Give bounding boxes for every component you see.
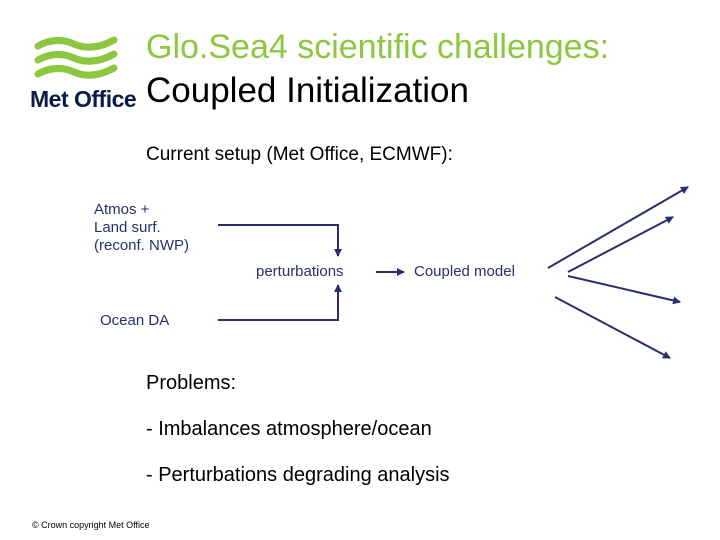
problem-item: - Imbalances atmosphere/ocean [146, 418, 432, 440]
logo-wave-2 [34, 50, 118, 65]
logo-text: Met Office [30, 86, 137, 112]
ensemble-arrow-1 [547, 186, 689, 269]
slide-title-line1: Glo.Sea4 scientific challenges: [146, 28, 610, 66]
atmos-label-line1: Atmos + [94, 201, 150, 218]
problems-heading: Problems: [146, 372, 237, 394]
atmos-label: Atmos + Land surf. (reconf. NWP) [94, 201, 234, 255]
footer-copyright: © Crown copyright Met Office [32, 520, 150, 530]
atmos-label-line3: (reconf. NWP) [94, 237, 190, 254]
ensemble-arrow-4 [554, 296, 671, 359]
problem-item: - Perturbations degrading analysis [146, 464, 450, 486]
atmos-label-line2: Land surf. [94, 219, 161, 236]
slide-title-line2: Coupled Initialization [146, 71, 469, 110]
logo-wave-3 [34, 64, 118, 79]
ocean-da-label: Ocean DA [100, 312, 170, 329]
ocean-connector [218, 284, 342, 321]
ensemble-arrow-2 [567, 216, 674, 273]
logo-wave-1 [34, 36, 118, 51]
atmos-connector [218, 224, 342, 257]
met-office-logo [34, 36, 118, 79]
perturbations-label: perturbations [256, 263, 344, 280]
coupled-model-label: Coupled model [414, 263, 515, 280]
setup-label: Current setup (Met Office, ECMWF): [146, 144, 453, 165]
ensemble-arrow-3 [567, 275, 681, 305]
